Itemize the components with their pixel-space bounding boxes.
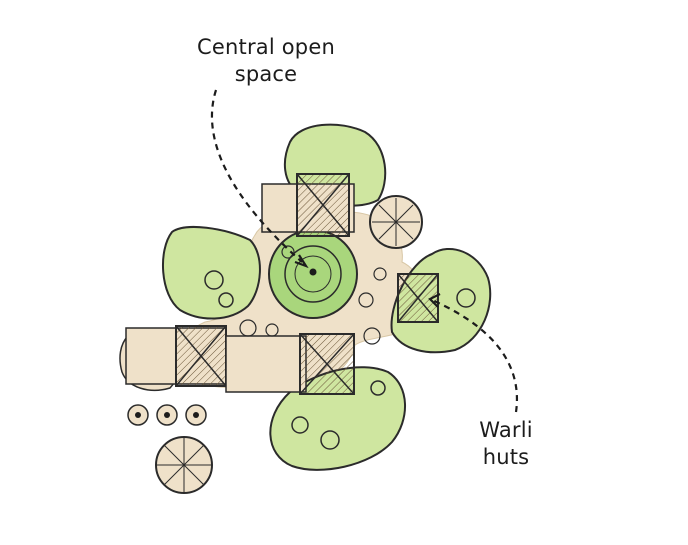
tree-southwest xyxy=(155,436,213,494)
courtyard-feature xyxy=(239,319,257,337)
courtyard-feature xyxy=(363,327,381,345)
hut-north xyxy=(261,173,355,237)
shrub xyxy=(456,288,476,308)
label-central-open-space: Central open space xyxy=(176,34,356,88)
granary-dot xyxy=(164,412,170,418)
courtyard-feature xyxy=(373,267,387,281)
courtyard-feature xyxy=(265,323,279,337)
arrowhead-central xyxy=(294,254,309,269)
granary-dot xyxy=(135,412,141,418)
hut-south xyxy=(225,333,355,395)
shrub xyxy=(370,380,386,396)
vegetation-patch-west xyxy=(162,226,261,320)
leader-warli-huts xyxy=(431,298,518,413)
shrub xyxy=(204,270,224,290)
courtyard-feature xyxy=(281,245,295,259)
shrub xyxy=(291,416,309,434)
label-warli-huts: Warli huts xyxy=(456,417,556,471)
shrub xyxy=(218,292,234,308)
central-inner-ring xyxy=(294,255,332,293)
hut-southwest xyxy=(125,325,227,387)
label-warli-line2: huts xyxy=(482,445,530,469)
granary-dot xyxy=(193,412,199,418)
label-central-line1: Central open xyxy=(197,35,335,59)
label-warli-line1: Warli xyxy=(479,418,533,442)
leader-central-open-space xyxy=(210,89,303,263)
central-point xyxy=(309,268,317,276)
shrub xyxy=(320,430,340,450)
central-ring xyxy=(284,245,342,303)
arrowhead-warli xyxy=(428,293,441,308)
label-central-line2: space xyxy=(234,62,298,86)
courtyard-feature xyxy=(358,292,374,308)
tree-northeast xyxy=(369,195,423,249)
